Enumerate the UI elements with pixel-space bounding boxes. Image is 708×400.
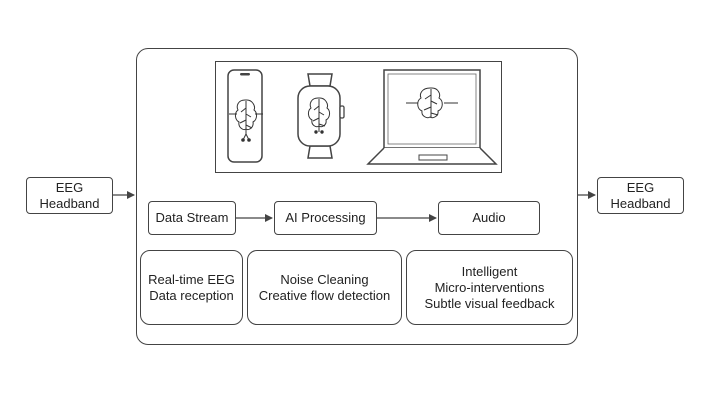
data-stream-label: Data Stream — [155, 210, 229, 225]
brain-circuit-icon — [229, 99, 263, 142]
input-eeg-headband: EEG Headband — [26, 177, 113, 214]
input-eeg-label-line1: EEG — [55, 179, 84, 195]
audio-detail-line1: Intelligent — [461, 263, 518, 279]
smartwatch-icon — [297, 73, 345, 159]
ai-processing-detail-line2: Creative flow detection — [258, 287, 391, 303]
data-stream-detail-line1: Real-time EEG — [148, 271, 235, 287]
input-eeg-label-line2: Headband — [39, 195, 100, 211]
output-eeg-headband: EEG Headband — [597, 177, 684, 214]
data-stream-detail: Real-time EEG Data reception — [140, 250, 243, 325]
data-stream-detail-line2: Data reception — [149, 287, 234, 303]
ai-processing-box: AI Processing — [274, 201, 377, 235]
ai-processing-detail: Noise Cleaning Creative flow detection — [247, 250, 402, 325]
audio-detail-line3: Subtle visual feedback — [424, 295, 555, 311]
ai-processing-label: AI Processing — [285, 210, 366, 225]
audio-detail-line2: Micro-interventions — [434, 279, 545, 295]
audio-label: Audio — [472, 210, 506, 225]
devices-panel — [215, 61, 502, 173]
ai-processing-detail-line1: Noise Cleaning — [280, 271, 369, 287]
laptop-icon — [366, 69, 498, 165]
data-stream-box: Data Stream — [148, 201, 236, 235]
output-eeg-label-line1: EEG — [626, 179, 655, 195]
phone-icon — [227, 69, 263, 163]
output-eeg-label-line2: Headband — [610, 195, 671, 211]
audio-box: Audio — [438, 201, 540, 235]
audio-detail: Intelligent Micro-interventions Subtle v… — [406, 250, 573, 325]
